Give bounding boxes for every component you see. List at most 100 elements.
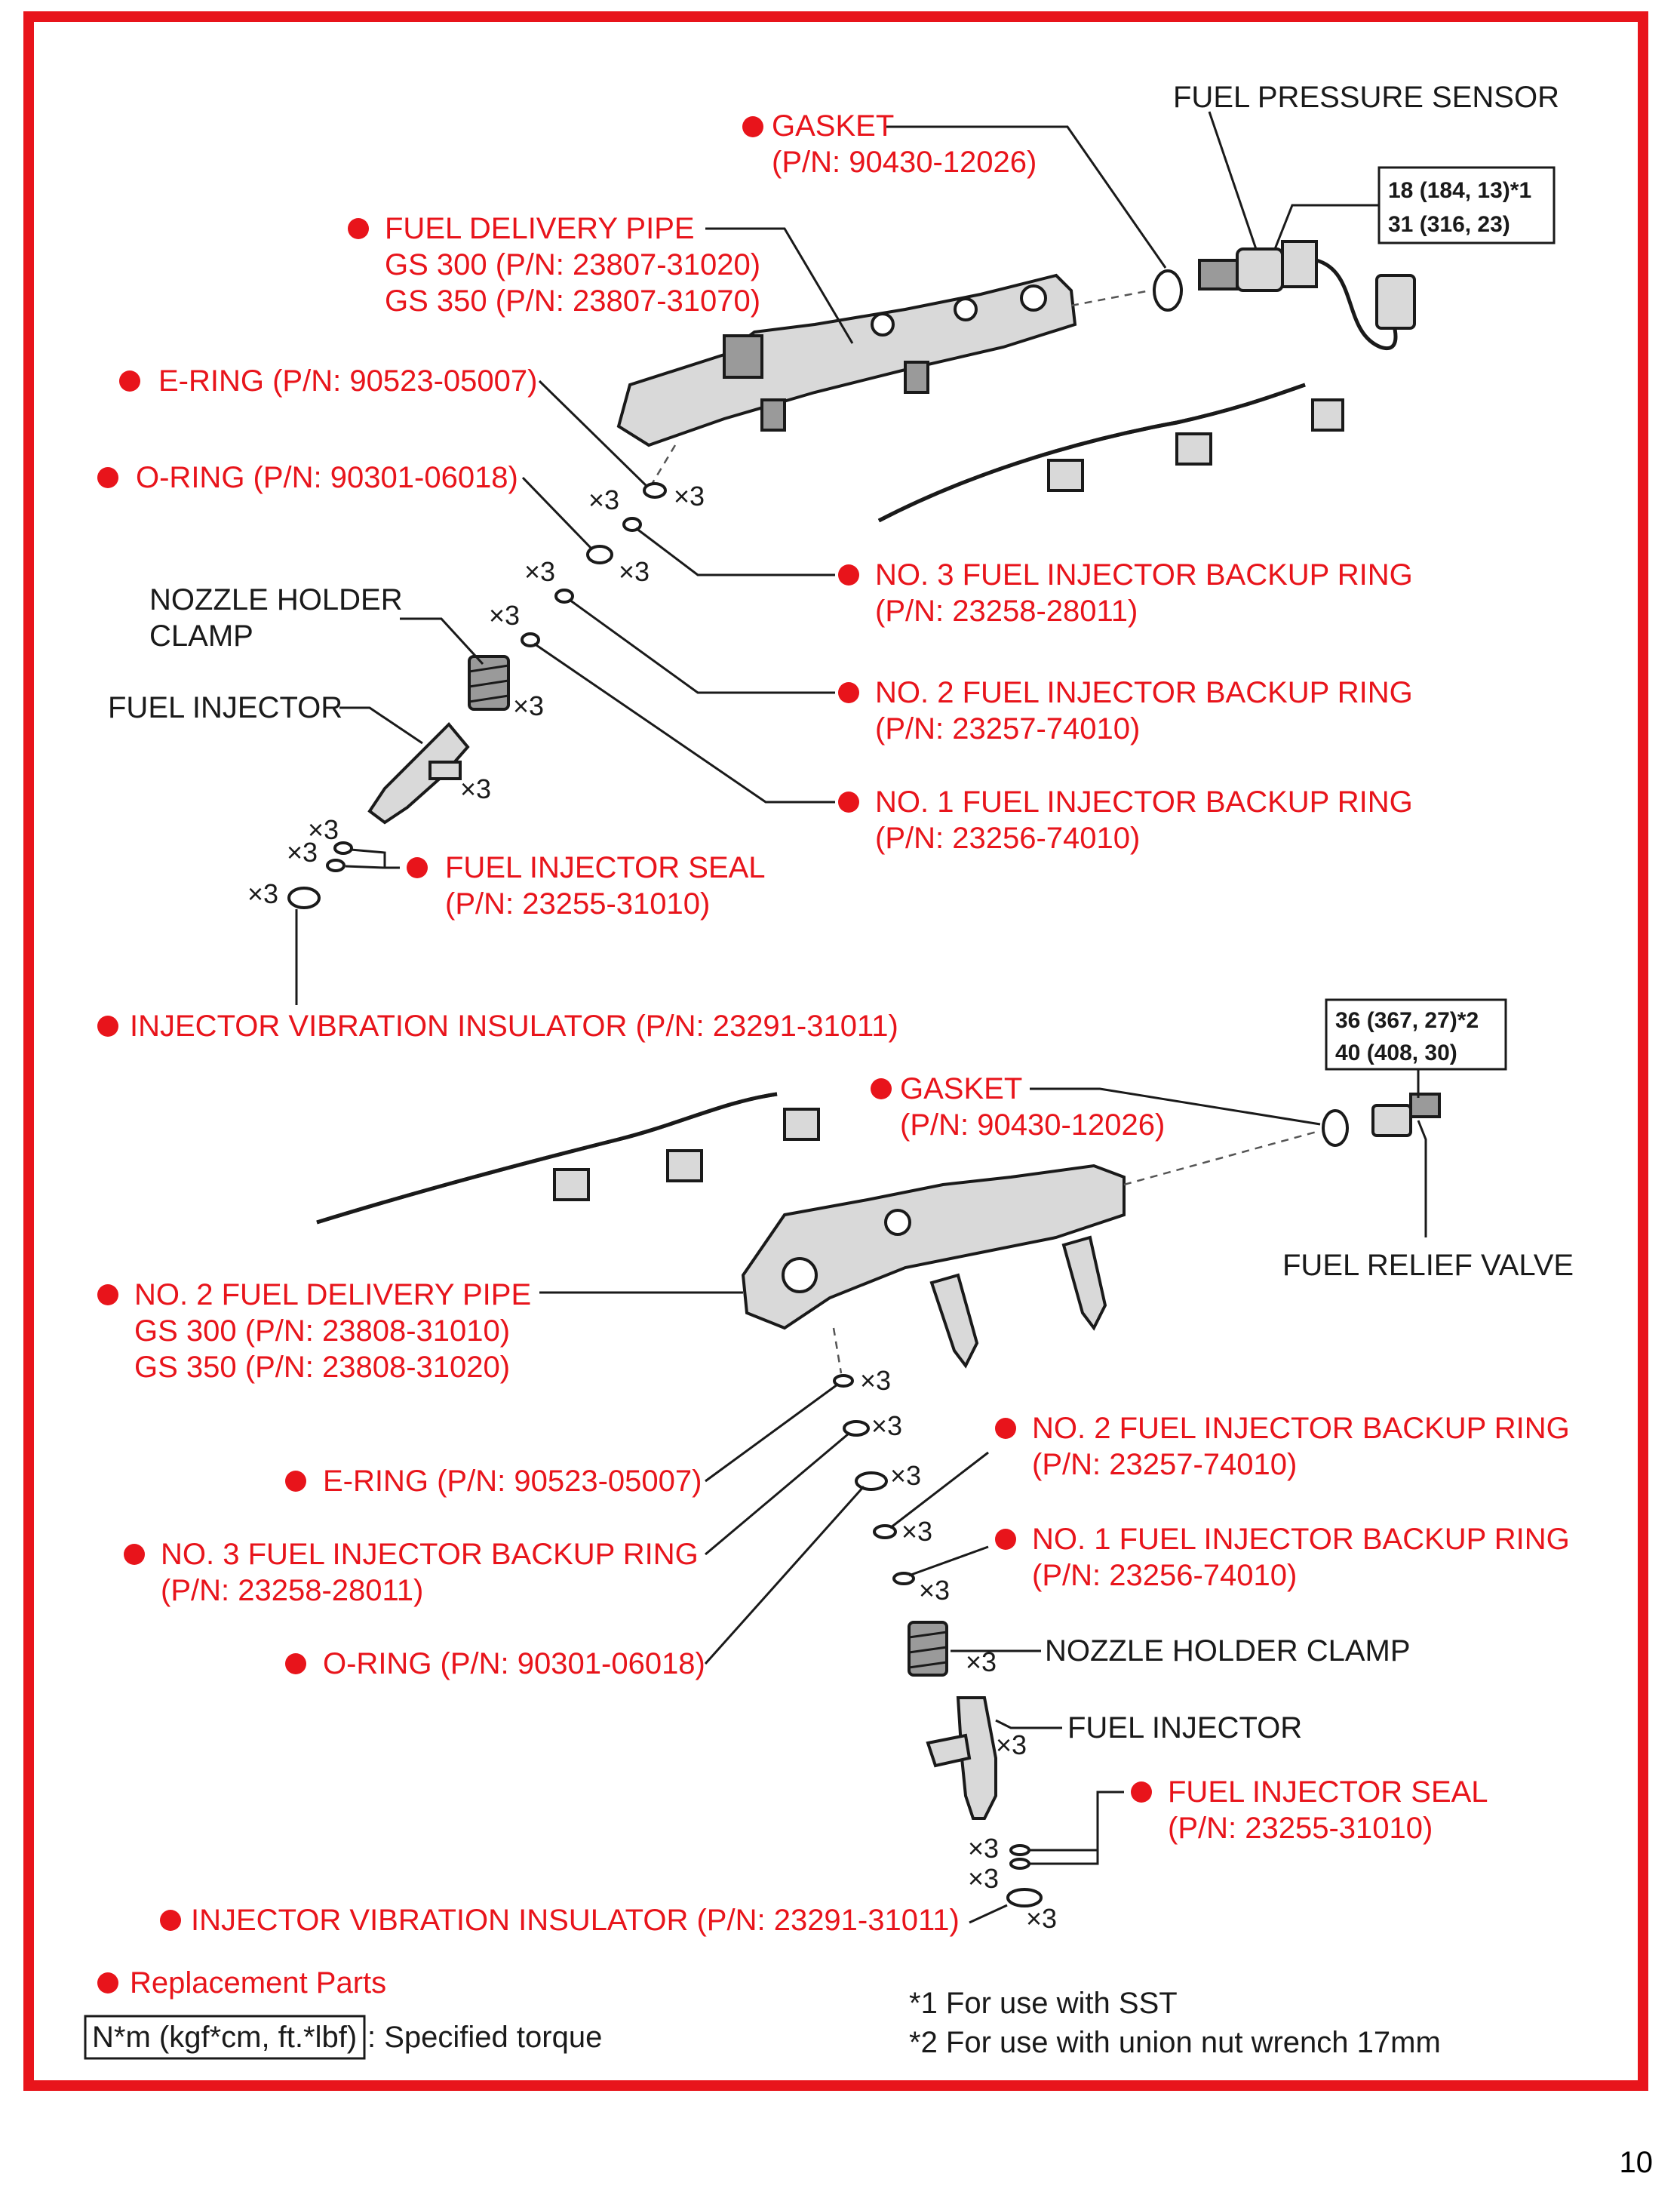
qty-bottom-oring: ×3	[890, 1460, 921, 1491]
bottom-nozzle-clamp-label: NOZZLE HOLDER CLAMP	[1045, 1634, 1411, 1668]
top-torque-box	[1377, 166, 1556, 244]
bottom-fuel-relief-valve-label: FUEL RELIEF VALVE	[1282, 1249, 1574, 1282]
top-o-ring	[586, 545, 613, 564]
qty-top-seal1: ×3	[308, 814, 339, 845]
bottom-no2-backup-pn: (P/N: 23257-74010)	[1032, 1448, 1297, 1481]
leader-top-fdp	[705, 227, 854, 344]
top-no3-backup-pn: (P/N: 23258-28011)	[875, 595, 1138, 628]
top-fuel-injector-seal-2	[326, 859, 346, 872]
qty-bottom-no1: ×3	[919, 1575, 950, 1606]
leader-top-torque	[1273, 204, 1379, 250]
bottom-no1-backup-pn: (P/N: 23256-74010)	[1032, 1559, 1297, 1592]
top-nozzle-clamp-label-1: NOZZLE HOLDER	[149, 583, 403, 616]
top-pipe-to-gasket-dash	[1070, 289, 1151, 307]
leader-top-oring	[521, 476, 594, 551]
top-no2-backup-label: NO. 2 FUEL INJECTOR BACKUP RING	[875, 676, 1413, 709]
legend-replacement-label: Replacement Parts	[130, 1966, 386, 2000]
qty-top-oring: ×3	[619, 556, 650, 587]
leader-bottom-injector	[995, 1719, 1062, 1729]
legend-note-1: *1 For use with SST	[909, 1987, 1178, 2020]
top-no1-backup-label: NO. 1 FUEL INJECTOR BACKUP RING	[875, 785, 1413, 819]
legend-torque-box	[84, 2015, 366, 2060]
top-torque-line1: 18 (184, 13)*1	[1388, 178, 1531, 203]
bottom-torque-line1: 36 (367, 27)*2	[1335, 1008, 1479, 1033]
replacement-markers	[97, 116, 1152, 1994]
qty-top-seal2: ×3	[287, 837, 318, 868]
leader-bottom-insulator	[969, 1904, 1008, 1924]
top-no1-backup-pn: (P/N: 23256-74010)	[875, 822, 1140, 855]
bottom-no2-fdp-gs300: GS 300 (P/N: 23808-31010)	[134, 1314, 510, 1348]
bottom-no2-fdp-gs350: GS 350 (P/N: 23808-31020)	[134, 1351, 510, 1384]
top-vibration-insulator	[287, 887, 321, 909]
bottom-no2-backup-ring	[873, 1524, 897, 1539]
bottom-fuel-injector-seal-pn: (P/N: 23255-31010)	[1168, 1812, 1433, 1845]
bottom-nozzle-holder-clamp	[908, 1621, 948, 1677]
bottom-gasket-pn: (P/N: 90430-12026)	[900, 1108, 1165, 1142]
leader-bottom-no1	[908, 1545, 989, 1577]
page-number: 10	[1619, 2146, 1654, 2179]
top-no2-backup-ring	[554, 589, 574, 604]
top-insulator-label: INJECTOR VIBRATION INSULATOR (P/N: 23291…	[130, 1010, 898, 1043]
top-fdp-gs350: GS 350 (P/N: 23807-31070)	[385, 284, 760, 318]
bottom-fuel-relief-valve	[1371, 1093, 1441, 1137]
leader-bottom-gasket	[1030, 1087, 1321, 1126]
qty-top-no3: ×3	[588, 484, 619, 515]
bottom-vibration-insulator	[1006, 1888, 1043, 1907]
bottom-gasket-label: GASKET	[900, 1072, 1022, 1105]
top-gasket-pn: (P/N: 90430-12026)	[772, 146, 1037, 179]
qty-bottom-injector: ×3	[996, 1729, 1027, 1760]
qty-top-no2: ×3	[524, 556, 555, 587]
top-no3-backup-label: NO. 3 FUEL INJECTOR BACKUP RING	[875, 558, 1413, 592]
top-pipe-to-ering-dash	[651, 444, 677, 484]
qty-bottom-no3: ×3	[871, 1410, 902, 1441]
leader-top-no2	[569, 598, 835, 694]
qty-bottom-clamp: ×3	[966, 1646, 997, 1677]
bottom-torque-box	[1325, 998, 1507, 1071]
qty-top-ering: ×3	[674, 481, 705, 512]
bottom-no1-backup-ring	[892, 1572, 915, 1585]
legend-torque-desc: : Specified torque	[367, 2021, 602, 2054]
bottom-fuel-injector-seal-2	[1009, 1858, 1030, 1870]
leader-top-sensor	[1208, 111, 1258, 250]
top-torque-line2: 31 (316, 23)	[1388, 212, 1510, 237]
top-fuel-pressure-sensor	[1198, 240, 1416, 351]
top-no1-backup-ring	[521, 632, 540, 647]
leader-top-gasket	[886, 125, 1167, 269]
leader-bottom-oring	[704, 1486, 865, 1665]
leader-bottom-no3	[705, 1432, 849, 1556]
leader-bottom-relief	[1417, 1120, 1427, 1237]
bottom-pipe-to-gasket-dash	[1123, 1130, 1317, 1186]
bottom-gasket-ring	[1322, 1109, 1349, 1147]
top-nozzle-holder-clamp	[468, 655, 510, 711]
leader-top-no1	[533, 642, 835, 804]
top-fuel-injector-seal-1	[333, 841, 353, 855]
bottom-no2-fdp-label: NO. 2 FUEL DELIVERY PIPE	[134, 1278, 531, 1311]
page-border	[23, 11, 1648, 2091]
leader-top-seal	[345, 848, 400, 869]
top-fuel-injector-seal-pn: (P/N: 23255-31010)	[445, 887, 710, 921]
bottom-pipe-to-ering-dash	[832, 1327, 843, 1374]
qty-top-injector: ×3	[460, 773, 491, 804]
top-fuel-injector	[367, 722, 470, 825]
bottom-no3-backup-ring	[843, 1420, 870, 1437]
top-fuel-injector-label: FUEL INJECTOR	[108, 691, 342, 724]
bottom-e-ring	[833, 1374, 854, 1388]
bottom-no2-fuel-delivery-pipe	[741, 1164, 1126, 1369]
qty-top-clamp: ×3	[513, 690, 544, 721]
bottom-fuel-injector-seal-label: FUEL INJECTOR SEAL	[1168, 1775, 1488, 1809]
bottom-fuel-injector-label: FUEL INJECTOR	[1067, 1711, 1302, 1745]
bottom-no3-backup-label: NO. 3 FUEL INJECTOR BACKUP RING	[161, 1538, 699, 1571]
leader-top-no3	[635, 527, 835, 576]
top-fdp-gs300: GS 300 (P/N: 23807-31020)	[385, 248, 760, 281]
qty-bottom-insulator: ×3	[1026, 1903, 1057, 1934]
top-e-ring	[643, 482, 667, 499]
top-nozzle-clamp-label-2: CLAMP	[149, 619, 253, 653]
leader-bottom-no2	[889, 1451, 989, 1529]
bottom-no3-backup-pn: (P/N: 23258-28011)	[161, 1574, 423, 1607]
qty-top-no1: ×3	[489, 600, 520, 631]
qty-bottom-no2: ×3	[901, 1516, 932, 1547]
top-fuel-pressure-sensor-label: FUEL PRESSURE SENSOR	[1173, 81, 1559, 114]
bottom-no2-backup-label: NO. 2 FUEL INJECTOR BACKUP RING	[1032, 1412, 1570, 1445]
bottom-fuel-injector-seal-1	[1009, 1844, 1030, 1856]
